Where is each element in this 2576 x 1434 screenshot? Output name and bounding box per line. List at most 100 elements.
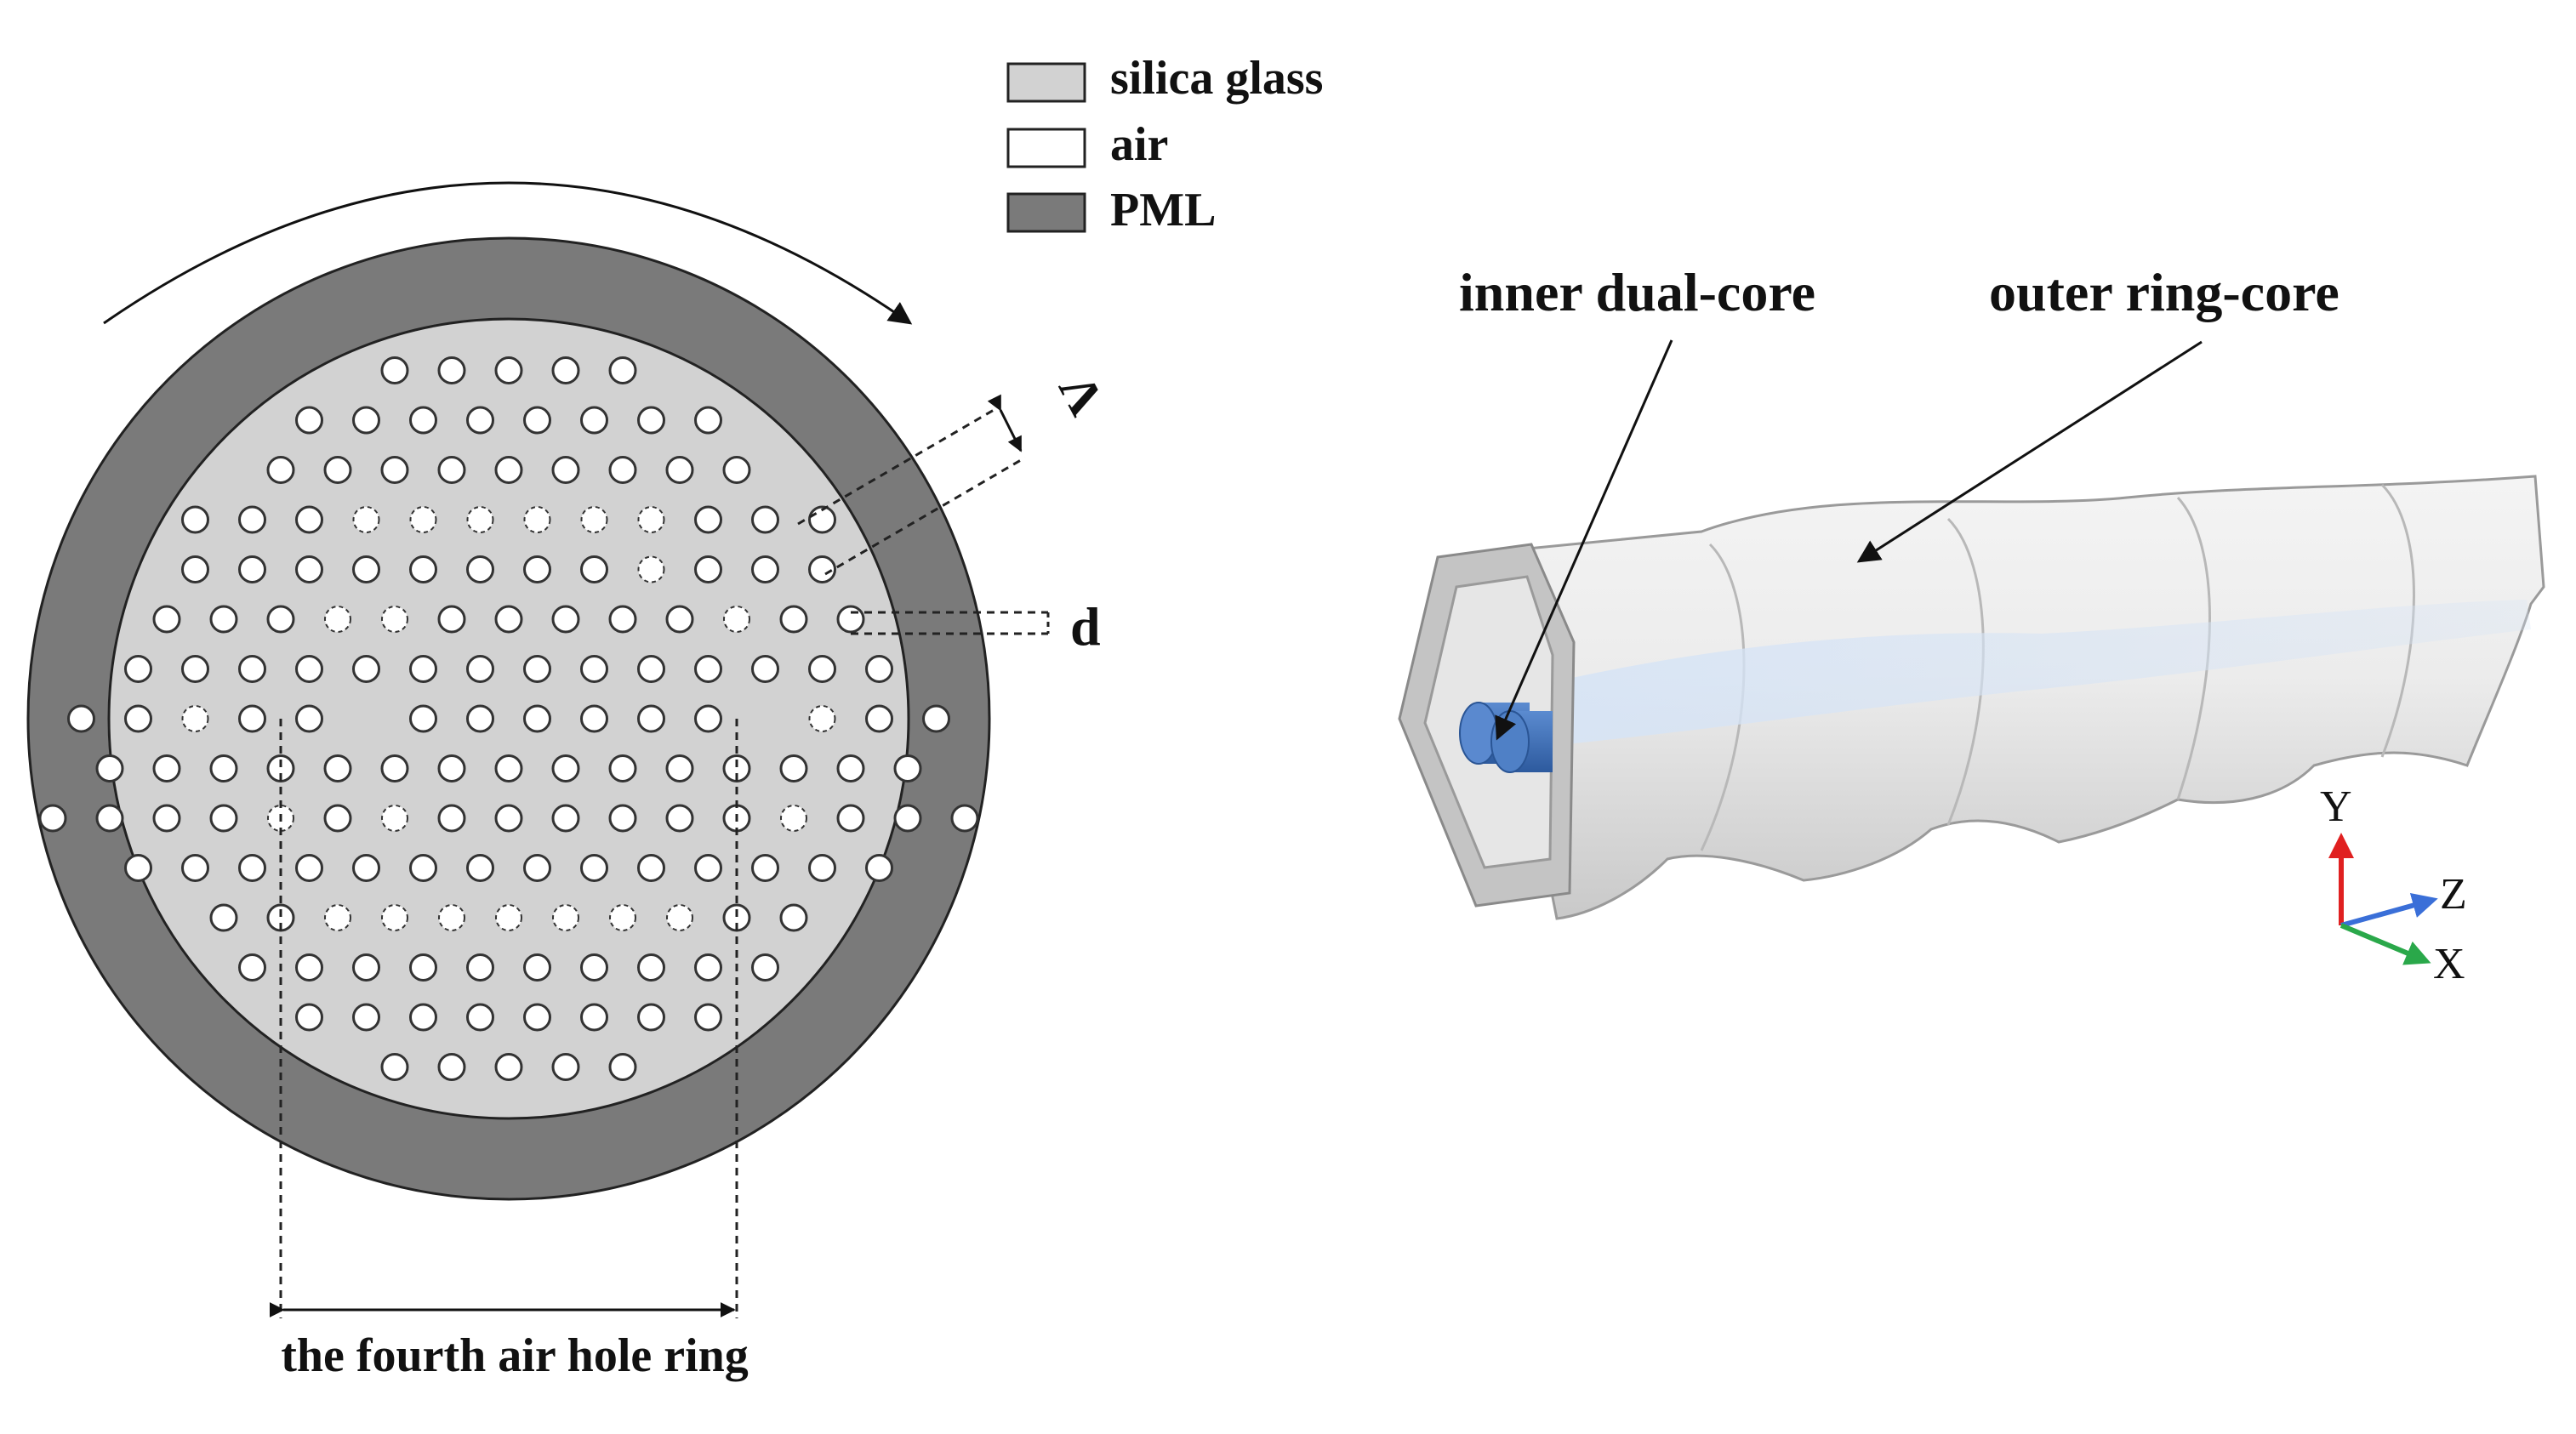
air-hole [295, 953, 323, 982]
air-hole [323, 754, 352, 782]
air-hole-fourth-ring [637, 506, 665, 533]
air-hole [580, 406, 608, 435]
air-hole [352, 1003, 380, 1032]
air-hole-fourth-ring [324, 606, 351, 633]
air-hole [637, 406, 665, 435]
air-hole [494, 356, 523, 384]
core-right-face [1490, 710, 1530, 773]
legend-item-air: air [1006, 118, 1168, 171]
air-hole [152, 804, 181, 833]
air-hole [95, 804, 124, 833]
pitch-guide-line-2 [824, 456, 1026, 576]
air-hole [580, 555, 608, 583]
air-hole [637, 953, 665, 982]
air-hole [836, 804, 865, 833]
air-hole [551, 356, 580, 384]
air-hole [409, 953, 437, 982]
legend-label-pml: PML [1110, 184, 1216, 236]
air-hole [751, 555, 779, 583]
air-hole [551, 1053, 580, 1081]
legend-item-silica-glass: silica glass [1006, 52, 1323, 105]
silica-glass-swatch [1006, 62, 1086, 103]
twist-ridge-3 [2176, 496, 2211, 800]
air-hole [665, 456, 694, 484]
air-hole [409, 655, 437, 683]
air-hole [608, 754, 637, 782]
air-hole [352, 854, 380, 882]
air-hole [494, 456, 523, 484]
air-hole [124, 655, 152, 683]
air-hole [551, 456, 580, 484]
air-hole [608, 605, 637, 634]
air-hole [380, 754, 409, 782]
coordinate-axes: Y Z X [2320, 782, 2467, 988]
air-hole [523, 1003, 551, 1032]
air-hole [694, 505, 722, 534]
air-hole [665, 804, 694, 833]
air-hole [181, 655, 209, 683]
air-hole [494, 605, 523, 634]
x-axis-arrow [2339, 923, 2431, 965]
air-hole [352, 655, 380, 683]
air-hole-fourth-ring [381, 606, 408, 633]
air-hole-fourth-ring [808, 705, 836, 732]
air-hole [238, 555, 266, 583]
air-hole [295, 655, 323, 683]
air-hole [380, 356, 409, 384]
air-hole [751, 854, 779, 882]
air-hole [152, 754, 181, 782]
air-hole [380, 456, 409, 484]
air-hole [865, 704, 893, 733]
air-hole [124, 854, 152, 882]
air-hole [751, 505, 779, 534]
air-hole [694, 1003, 722, 1032]
air-hole [209, 605, 238, 634]
air-hole [238, 655, 266, 683]
air-hole-fourth-ring [780, 805, 807, 832]
air-hole [950, 804, 979, 833]
air-hole [437, 1053, 466, 1081]
air-hole [266, 605, 295, 634]
air-hole [209, 804, 238, 833]
air-hole [152, 605, 181, 634]
air-hole [608, 804, 637, 833]
air-hole [751, 953, 779, 982]
air-hole [779, 754, 808, 782]
air-hole [409, 1003, 437, 1032]
air-hole [523, 655, 551, 683]
legend: silica glass air PML [1006, 52, 1323, 236]
air-hole-fourth-ring [466, 506, 494, 533]
air-hole [580, 953, 608, 982]
air-hole [437, 605, 466, 634]
air-hole [808, 655, 836, 683]
air-hole [295, 555, 323, 583]
y-axis-label: Y [2320, 782, 2352, 831]
inner-dual-core-label: inner dual-core [1459, 262, 1815, 322]
air-hole [266, 754, 295, 782]
air-hole-fourth-ring [181, 705, 209, 732]
air-hole [836, 605, 865, 634]
air-hole [523, 953, 551, 982]
air-hole [238, 505, 266, 534]
legend-label-silica-glass: silica glass [1110, 52, 1323, 105]
cross-section: Λ d the fourth air hole ring [26, 181, 1115, 1382]
air-hole [380, 1053, 409, 1081]
air-hole [437, 804, 466, 833]
air-hole [323, 456, 352, 484]
air-hole [808, 854, 836, 882]
air-hole [295, 406, 323, 435]
air-hole [779, 605, 808, 634]
outer-ring-core-label: outer ring-core [1989, 262, 2339, 322]
pitch-dimension-arrow [987, 394, 1023, 452]
air-hole [494, 1053, 523, 1081]
air-hole [238, 854, 266, 882]
air-hole [694, 854, 722, 882]
twist-ridge-4 [2380, 483, 2415, 758]
air-hole [608, 456, 637, 484]
air-hole [665, 605, 694, 634]
x-axis-label: X [2433, 940, 2465, 988]
air-hole [238, 953, 266, 982]
air-hole-fourth-ring [666, 904, 693, 931]
air-hole [295, 505, 323, 534]
air-hole [865, 655, 893, 683]
